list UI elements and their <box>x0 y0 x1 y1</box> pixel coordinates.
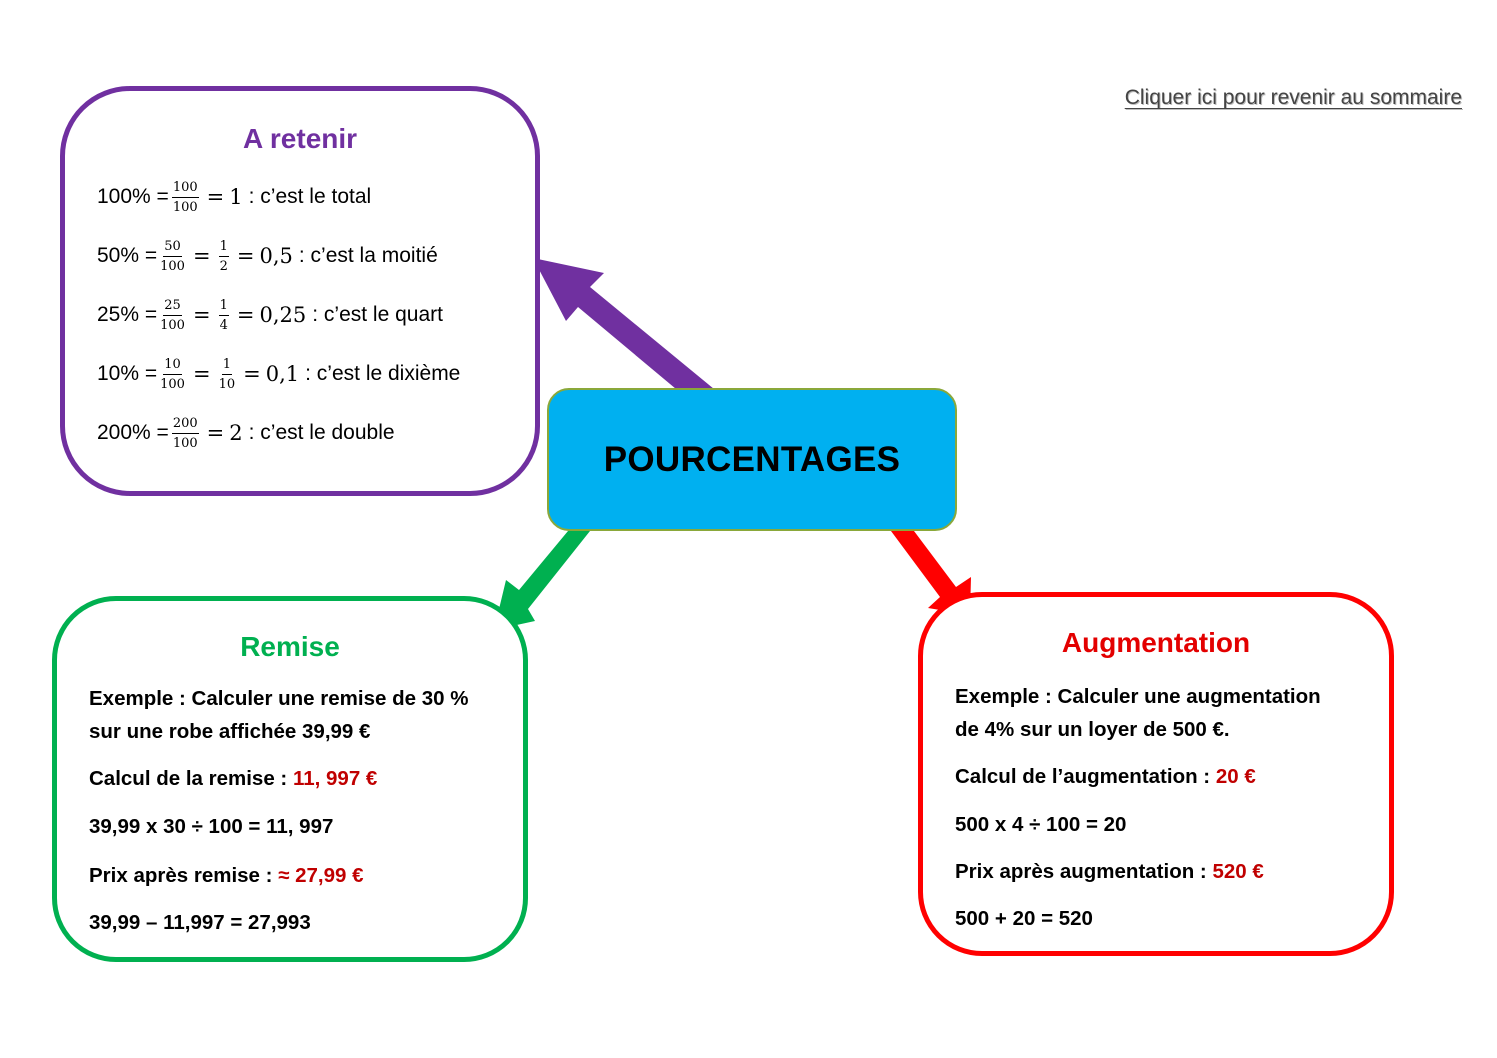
augmentation-price-label: Prix après augmentation : <box>955 860 1207 883</box>
decimal-value: 2 <box>229 421 243 445</box>
percent-label: 50% = <box>97 244 158 267</box>
back-to-summary-link[interactable]: Cliquer ici pour revenir au sommaire <box>1124 86 1462 109</box>
remise-calc-value: 11, 997 € <box>292 767 378 790</box>
augmentation-calc-label: Calcul de l’augmentation : <box>955 765 1211 788</box>
decimal-value: 0,5 <box>259 244 293 268</box>
remise-box: Remise Exemple : Calculer une remise de … <box>52 596 528 962</box>
percent-label: 10% = <box>97 362 158 385</box>
augmentation-example-line-1: Exemple : Calculer une augmentation <box>955 685 1321 708</box>
remise-calc-label: Calcul de la remise : <box>89 767 288 790</box>
augmentation-example-line-2: de 4% sur un loyer de 500 €. <box>955 718 1230 741</box>
decimal-value: 0,1 <box>265 362 300 386</box>
line-meaning: : c’est le total <box>248 185 372 208</box>
augmentation-calc-value: 20 € <box>1215 765 1256 788</box>
remise-calc-line: Calcul de la remise : 11, 997 € <box>89 767 377 791</box>
percent-label: 200% = <box>97 421 169 444</box>
arrow-to-retenir <box>533 258 714 389</box>
remise-price-formula: 39,99 – 11,997 = 27,993 <box>89 911 311 934</box>
augmentation-title: Augmentation <box>1061 627 1251 658</box>
augmentation-price-line: Prix après augmentation : 520 € <box>955 860 1264 884</box>
central-topic-box: POURCENTAGES <box>547 388 957 531</box>
decimal-value: 1 <box>229 185 243 209</box>
remise-example-line-2: sur une robe affichée 39,99 € <box>89 720 371 743</box>
line-meaning: : c’est le dixième <box>305 362 461 385</box>
augmentation-price-value: 520 € <box>1212 860 1264 883</box>
percent-label: 100% = <box>97 185 169 208</box>
augmentation-calc-formula: 500 x 4 ÷ 100 = 20 <box>955 813 1127 836</box>
remise-price-label: Prix après remise : <box>89 864 273 887</box>
retenir-title: A retenir <box>242 123 358 154</box>
augmentation-calc-line: Calcul de l’augmentation : 20 € <box>955 765 1256 789</box>
remise-calc-formula: 39,99 x 30 ÷ 100 = 11, 997 <box>89 815 334 838</box>
percent-label: 25% = <box>97 303 158 326</box>
line-meaning: : c’est le quart <box>312 303 443 326</box>
line-meaning: : c’est la moitié <box>298 244 438 267</box>
central-topic-title: POURCENTAGES <box>603 439 901 479</box>
remise-price-line: Prix après remise : ≈ 27,99 € <box>89 864 364 888</box>
remise-example-line-1: Exemple : Calculer une remise de 30 % <box>89 687 469 710</box>
arrow-to-remise <box>494 531 590 630</box>
arrow-to-augmentation <box>891 531 971 615</box>
augmentation-box: Augmentation Exemple : Calculer une augm… <box>918 592 1394 956</box>
decimal-value: 0,25 <box>259 303 307 327</box>
remise-title: Remise <box>240 631 340 662</box>
augmentation-price-formula: 500 + 20 = 520 <box>955 907 1093 930</box>
remise-price-value: ≈ 27,99 € <box>278 864 364 887</box>
line-meaning: : c’est le double <box>248 421 395 444</box>
